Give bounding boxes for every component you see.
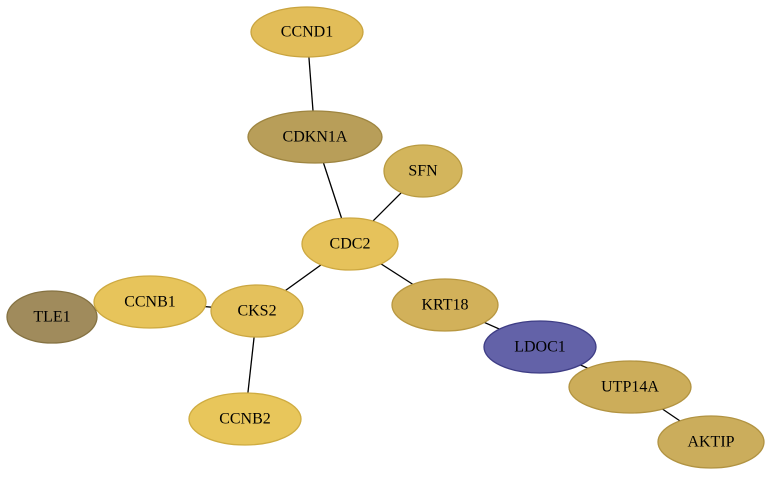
node-krt18[interactable]: KRT18 (391, 278, 499, 332)
node-shape[interactable] (301, 217, 399, 271)
node-cdc2[interactable]: CDC2 (301, 217, 399, 271)
node-label: CKS2 (237, 303, 276, 320)
node-cks2[interactable]: CKS2 (210, 284, 304, 338)
node-sfn[interactable]: SFN (383, 144, 463, 198)
node-aktip[interactable]: AKTIP (657, 415, 765, 469)
node-shape[interactable] (483, 320, 597, 374)
node-shape[interactable] (383, 144, 463, 198)
node-label: CCNB1 (124, 294, 176, 311)
node-label: AKTIP (687, 434, 734, 451)
node-tle1[interactable]: TLE1 (6, 290, 98, 344)
node-label: UTP14A (601, 379, 659, 396)
node-ccnb1[interactable]: CCNB1 (93, 275, 207, 329)
node-utp14a[interactable]: UTP14A (568, 360, 692, 414)
node-shape[interactable] (250, 6, 364, 58)
node-label: KRT18 (421, 297, 468, 314)
node-shape[interactable] (568, 360, 692, 414)
node-label: CDC2 (330, 236, 371, 253)
node-shape[interactable] (188, 392, 302, 446)
node-cdkn1a[interactable]: CDKN1A (247, 110, 383, 164)
node-shape[interactable] (6, 290, 98, 344)
node-shape[interactable] (657, 415, 765, 469)
node-shape[interactable] (93, 275, 207, 329)
node-shape[interactable] (391, 278, 499, 332)
node-label: TLE1 (33, 309, 70, 326)
node-label: LDOC1 (514, 339, 566, 356)
node-shape[interactable] (210, 284, 304, 338)
node-ccnb2[interactable]: CCNB2 (188, 392, 302, 446)
node-label: CCND1 (281, 24, 333, 41)
node-label: CDKN1A (283, 129, 348, 146)
node-shape[interactable] (247, 110, 383, 164)
node-ldoc1[interactable]: LDOC1 (483, 320, 597, 374)
node-label: CCNB2 (219, 411, 271, 428)
node-ccnd1[interactable]: CCND1 (250, 6, 364, 58)
node-label: SFN (408, 163, 438, 180)
